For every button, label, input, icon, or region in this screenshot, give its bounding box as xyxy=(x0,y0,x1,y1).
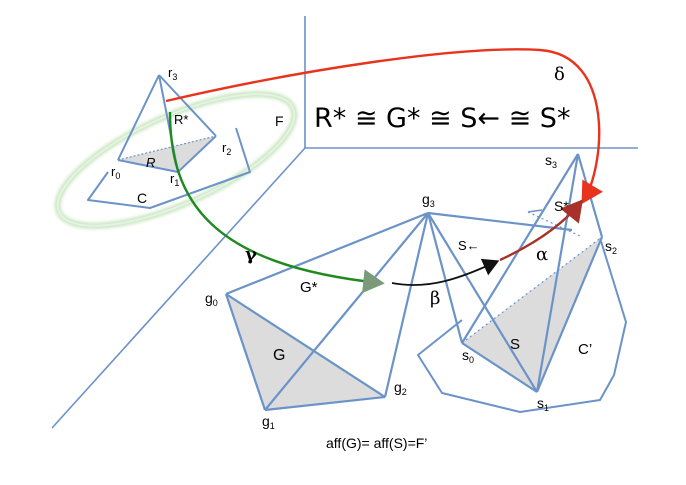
label-s1: s1 xyxy=(537,395,549,413)
arrow-gamma xyxy=(168,111,385,294)
caption: aff(G)= aff(S)=F’ xyxy=(326,435,427,451)
label-G-star: G* xyxy=(300,279,318,296)
pyramid-G xyxy=(224,211,573,412)
label-S: S xyxy=(510,336,520,353)
label-beta: β xyxy=(430,288,440,309)
label-s0: s0 xyxy=(462,347,474,365)
label-r0: r0 xyxy=(111,164,120,181)
label-gamma: γ xyxy=(245,244,257,265)
arrow-beta xyxy=(391,258,500,286)
label-S-star: S* xyxy=(554,198,569,214)
label-s2: s2 xyxy=(605,238,617,256)
label-g1: g1 xyxy=(262,413,275,431)
label-s3: s3 xyxy=(545,152,557,170)
face-G xyxy=(226,294,385,410)
glow-ellipse xyxy=(54,91,298,229)
label-g2: g2 xyxy=(394,379,407,397)
arrows xyxy=(165,48,603,294)
face-R xyxy=(118,136,216,172)
label-alpha: α xyxy=(536,244,548,265)
label-R: R xyxy=(146,155,155,170)
label-r3: r3 xyxy=(168,65,177,82)
label-r2: r2 xyxy=(222,140,231,157)
face-S xyxy=(462,237,602,392)
polytope-C xyxy=(87,127,251,209)
label-C: C xyxy=(137,190,147,206)
arrow-alpha xyxy=(499,199,583,262)
label-G: G xyxy=(273,347,285,364)
label-delta: δ xyxy=(554,64,565,85)
label-C-prime: C’ xyxy=(578,341,592,358)
polytope-C-prime xyxy=(417,237,627,413)
label-g3: g3 xyxy=(422,191,435,209)
pyramid-R xyxy=(117,74,217,173)
axes xyxy=(51,16,638,429)
label-r1: r1 xyxy=(170,171,179,188)
label-R-star: R* xyxy=(174,112,188,127)
label-g0: g0 xyxy=(205,290,218,308)
pyramid-S xyxy=(461,153,604,393)
label-S-left: S← xyxy=(458,238,480,253)
formula: R* ≅ G* ≅ S← ≅ S* xyxy=(314,103,570,134)
axis-diagonal xyxy=(51,147,306,429)
arrow-delta xyxy=(165,48,603,205)
label-F: F xyxy=(275,113,284,129)
